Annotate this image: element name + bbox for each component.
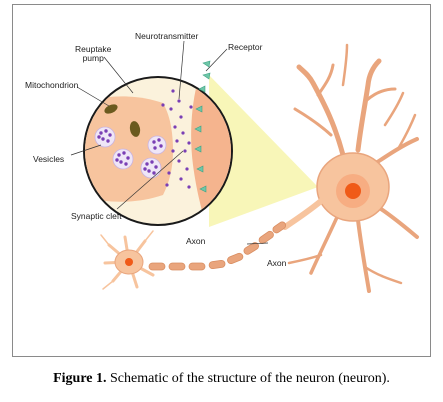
caption-text: Schematic of the structure of the neuron… [106,371,390,386]
dendrite [309,213,340,275]
dendrite [341,43,349,87]
large-nucleolus [345,183,361,199]
label-reuptake-pump: Reuptake pump [75,44,112,63]
neuron-diagram [70,40,419,293]
label-vesicles: Vesicles [33,154,65,164]
dendrite [383,91,405,127]
receptor-cluster [202,60,211,80]
large-neuron [287,43,419,293]
vesicle-dots [97,129,163,175]
dendrite [373,203,419,239]
dendrite [365,87,397,102]
label-axon-right: Axon [267,258,287,268]
dendrite [355,58,382,153]
large-axon [282,198,324,230]
leader-lines [70,40,269,245]
figure-caption: Figure 1. Schematic of the structure of … [0,371,443,387]
mitochondrion [129,121,141,137]
dendrite [371,137,419,167]
dendrite [293,107,333,137]
label-synaptic-cleft: Synaptic cleft [71,211,122,221]
receptors [194,85,207,193]
zoom-cone [209,75,318,227]
mitochondrion [104,104,118,114]
label-mitochondrion: Mitochondrion [25,80,79,90]
label-axon-top: Axon [186,236,206,246]
figure-frame: Neurotransmitter Reuptake pump Receptor … [12,4,431,357]
neurotransmitter-molecules [161,89,193,189]
caption-prefix: Figure 1. [53,371,107,386]
small-nucleus [125,258,133,266]
dendrite [316,63,335,97]
vesicle [147,135,167,155]
dendrite [363,265,403,285]
label-receptor: Receptor [228,42,263,52]
dendrite [396,113,417,151]
label-neurotransmitter: Neurotransmitter [135,31,199,41]
dendrite [356,218,371,293]
dendrite [296,64,346,158]
myelin-axon [148,221,287,271]
dendrite [287,253,323,265]
